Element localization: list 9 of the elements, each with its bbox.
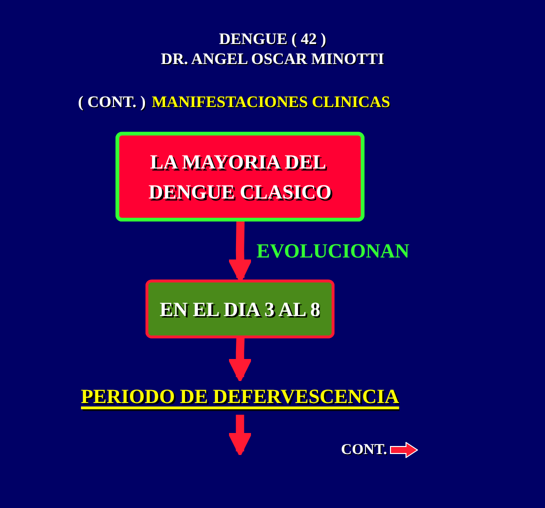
node-text: PERIODO DE DEFERVESCENCIA [80, 384, 400, 408]
arrow [228, 414, 252, 455]
title: DENGUE ( 42 ) [218, 30, 326, 50]
continued-note: CONT. [341, 441, 387, 459]
arrow [228, 337, 252, 382]
section-heading: MANIFESTACIONES CLINICAS [152, 94, 390, 111]
continuation-tag: ( CONT. ) [78, 94, 146, 111]
edge-label: EVOLUCIONAN [256, 238, 410, 262]
author-name: DR. ANGEL OSCAR MINOTTI [160, 50, 384, 70]
